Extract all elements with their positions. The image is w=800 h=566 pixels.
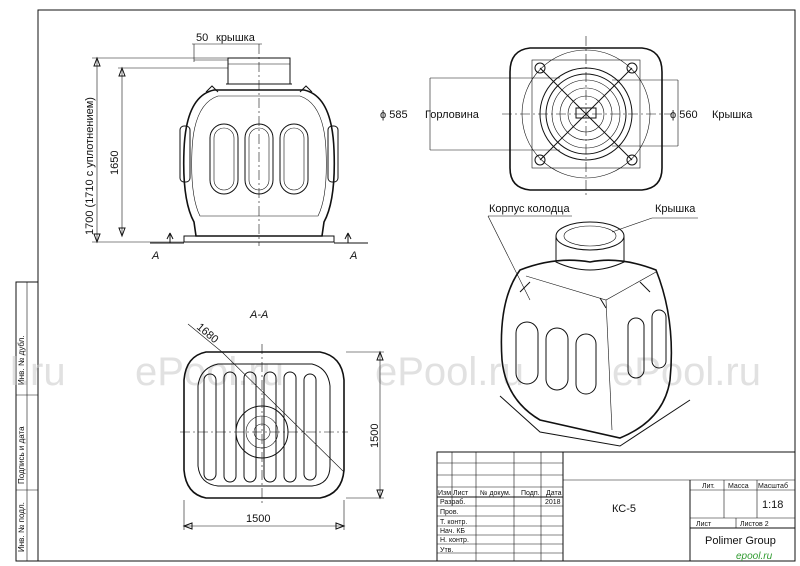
top-view (502, 36, 672, 196)
tb-col-lit: Лит. (702, 483, 715, 490)
front-view: A A (150, 44, 368, 262)
section-title: A-A (249, 309, 268, 321)
dim-lid-label: Крышка (712, 109, 753, 121)
tb-col-mass: Масса (728, 483, 749, 490)
dim-neck-diameter: ϕ 585 (380, 109, 408, 121)
tb-row-nkontr: Н. контр. (440, 537, 469, 544)
dim-lid-diameter: ϕ 560 (670, 109, 698, 121)
tb-row-nachkb: Нач. КБ (440, 528, 465, 535)
dim-width-bottom: 1500 (246, 513, 270, 525)
tb-header-sign: Подп. (521, 490, 540, 497)
watermark-2: ePool.ru (375, 350, 524, 394)
callouts: Корпус колодца Крышка (487, 203, 698, 301)
stamp-inv-podl: Инв. № подл. (17, 502, 26, 552)
dim-lid-word: крышка (216, 32, 256, 44)
callout-body: Корпус колодца (489, 203, 570, 215)
tb-row-tkontr: Т. контр. (440, 519, 467, 526)
tb-sheets: Листов 2 (740, 521, 769, 528)
dim-lid-width: 50 (196, 32, 208, 44)
isometric-view (499, 221, 691, 447)
tb-header-izm: Изм (438, 490, 451, 497)
tb-header-list: Лист (453, 490, 469, 497)
tb-designation: КС-5 (612, 503, 636, 515)
tb-row-utv: Утв. (440, 547, 453, 554)
tb-company: Polimer Group (705, 535, 776, 547)
title-block: Изм Лист № докум. Подп. Дата Разраб. Про… (436, 451, 796, 562)
watermark-left: l.ru (10, 350, 66, 394)
stamp-sign-date: Подпись и дата (17, 426, 26, 484)
stamp-inv-dubl: Инв. № дубл. (17, 335, 26, 385)
tb-header-doc: № докум. (480, 490, 511, 497)
front-dimensions: 50 крышка 1650 1700 (1710 с уплотнением) (84, 32, 262, 244)
tb-row-razrab: Разраб. (440, 498, 465, 506)
watermark-3: ePool.ru (612, 350, 761, 394)
tb-sheet: Лист (696, 521, 712, 528)
dim-depth-right: 1500 (369, 424, 381, 448)
tb-scale: 1:18 (762, 499, 783, 511)
top-dimensions: ϕ 585 Горловина ϕ 560 Крышка (380, 77, 753, 151)
side-stamp: Инв. № дубл. Подпись и дата Инв. № подл. (15, 281, 39, 562)
tb-row-prov: Пров. (440, 509, 459, 516)
tb-year: 2018 (545, 499, 561, 506)
tb-header-date: Дата (546, 490, 562, 497)
section-view: A-A (180, 309, 348, 504)
section-marker-right: A (349, 250, 357, 262)
dim-height-outer: 1700 (1710 с уплотнением) (84, 97, 96, 235)
dim-neck-word: Горловина (425, 109, 480, 121)
callout-lid: Крышка (655, 203, 696, 215)
dim-height-inner: 1650 (109, 151, 121, 175)
section-marker-left: A (151, 250, 159, 262)
tb-col-scale: Масштаб (758, 482, 788, 490)
tb-logo: epool.ru (736, 551, 773, 562)
watermark-1: ePool.ru (135, 350, 284, 394)
